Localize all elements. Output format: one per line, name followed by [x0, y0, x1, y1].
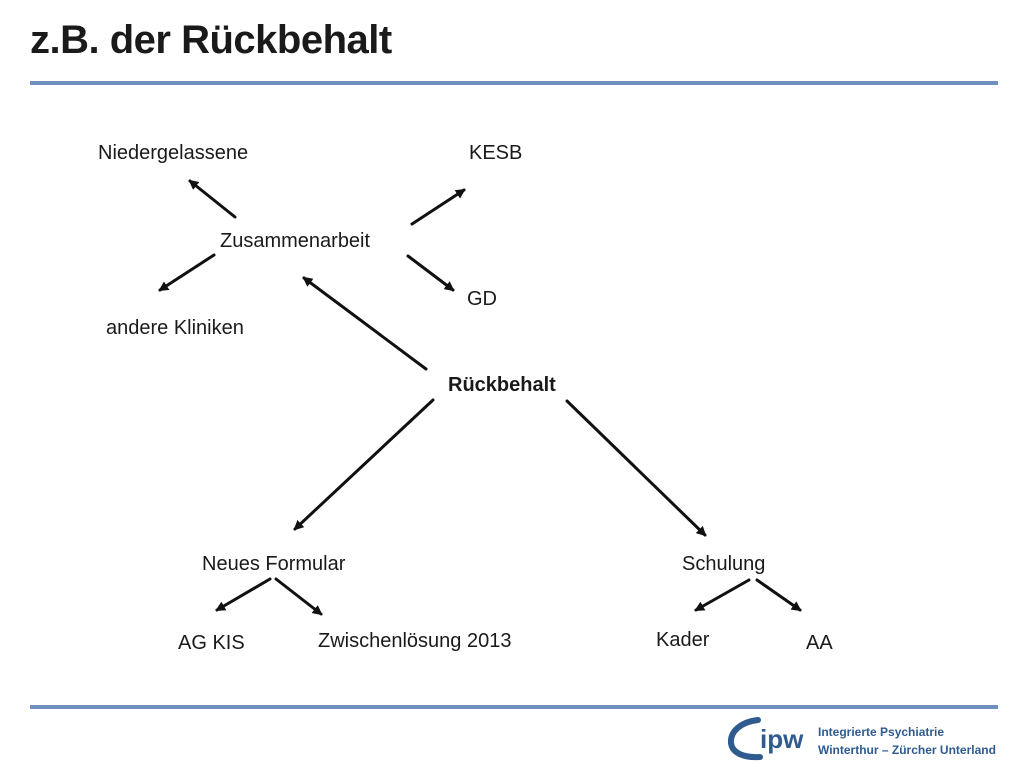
arrow-rueckbehalt-to-zusammenarbeit [302, 276, 428, 371]
arrow-schulung-to-kader [694, 578, 751, 612]
node-schulung: Schulung [682, 553, 766, 575]
node-zusammenarbeit: Zusammenarbeit [220, 230, 371, 252]
logo-line-2: Winterthur – Zürcher Unterland [818, 743, 996, 757]
arrow-neues-formular-to-ag-kis [215, 577, 272, 612]
node-rueckbehalt: Rückbehalt [448, 374, 556, 396]
logo-mark-text: ipw [760, 724, 804, 754]
arrow-schulung-to-aa [755, 578, 802, 612]
node-neues-formular: Neues Formular [202, 553, 346, 575]
arrow-zusammenarbeit-to-andere-kliniken [158, 253, 216, 292]
bottom-divider [30, 705, 998, 709]
node-aa: AA [806, 632, 833, 654]
ipw-logo-mark: ipw [728, 717, 804, 761]
node-ag-kis: AG KIS [178, 632, 245, 654]
logo-line-1: Integrierte Psychiatrie [818, 725, 945, 739]
node-zwischenloesung: Zwischenlösung 2013 [318, 630, 512, 652]
arrow-rueckbehalt-to-neues-formular [293, 398, 435, 531]
arrow-rueckbehalt-to-schulung [565, 399, 707, 537]
node-niedergelassene: Niedergelassene [98, 142, 249, 164]
arrow-zusammenarbeit-to-niedergelassene [188, 179, 237, 219]
arrow-neues-formular-to-zwischenloesung [274, 577, 323, 616]
node-kader: Kader [656, 629, 710, 651]
node-kesb: KESB [469, 142, 523, 164]
arrow-zusammenarbeit-to-gd [406, 254, 455, 292]
top-divider [30, 81, 998, 85]
slide-title: z.B. der Rückbehalt [30, 18, 392, 62]
node-andere-kliniken: andere Kliniken [106, 317, 244, 339]
ipw-logo: ipw Integrierte Psychiatrie Winterthur –… [728, 716, 1008, 762]
node-gd: GD [467, 288, 497, 310]
arrow-zusammenarbeit-to-kesb [410, 188, 466, 226]
